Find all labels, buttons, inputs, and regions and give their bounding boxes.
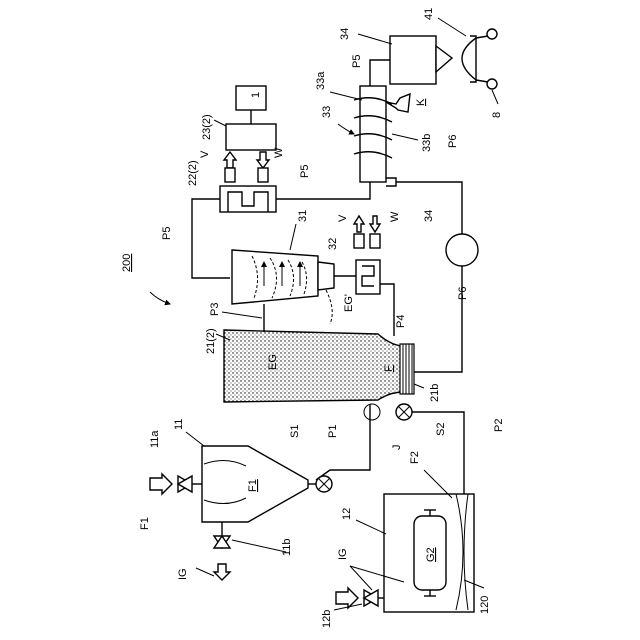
label-s1: S1 xyxy=(289,425,301,438)
valve-11b: 11b IG xyxy=(177,522,293,580)
vw-upper-arrows: V W 22(2) xyxy=(187,147,285,186)
label-exchanger: 22(2) xyxy=(187,160,199,186)
label-filter: 21b xyxy=(429,384,441,402)
label-g2: G2 xyxy=(425,547,437,562)
label-p4: P4 xyxy=(395,315,407,328)
label-p2: P2 xyxy=(493,419,505,432)
label-p5-left: P5 xyxy=(161,227,173,240)
label-eg-prime: EG' xyxy=(343,294,355,312)
label-j: J xyxy=(391,445,403,451)
label-screw: 33 xyxy=(321,106,333,118)
label-system: 200 xyxy=(121,254,133,272)
screw-conveyor-33: K 33 33a 33b xyxy=(315,71,433,186)
label-v11b: 11b xyxy=(281,538,293,556)
label-chamber: 21(2) xyxy=(205,328,217,354)
label-f2: F2 xyxy=(409,451,421,464)
pump-34 xyxy=(446,234,478,266)
label-f1-in: F1 xyxy=(139,517,151,530)
label-p5-top: P5 xyxy=(299,165,311,178)
separator-31: 31 xyxy=(232,210,334,304)
controller-box: 1 xyxy=(236,86,266,110)
label-w-top: W xyxy=(273,147,285,158)
label-ig-left: IG xyxy=(177,568,189,580)
pipe-p3: P3 xyxy=(209,303,264,332)
label-tank: 34 xyxy=(339,28,351,40)
label-pump: 34 xyxy=(423,210,435,222)
label-p6-upper: P6 xyxy=(447,135,459,148)
label-w-mid: W xyxy=(389,211,401,222)
valve-s2 xyxy=(396,404,412,420)
label-v-mid: V xyxy=(337,214,349,222)
label-f-chamber: F xyxy=(383,365,395,372)
valve-11a: 11a F1 xyxy=(139,430,202,530)
label-eg: EG xyxy=(267,354,279,370)
control-unit-box: 23(2) xyxy=(201,114,276,150)
label-f1-hopper: F1 xyxy=(247,479,259,492)
label-v12b: 12b xyxy=(321,610,333,628)
label-controller: 1 xyxy=(250,92,262,98)
cooler-32: V W 32 xyxy=(327,211,401,294)
label-ig-bottom: IG xyxy=(337,548,349,560)
label-p3: P3 xyxy=(209,303,221,316)
feed-pipes: S1 P1 J S2 P2 xyxy=(289,404,505,494)
label-bin: 12 xyxy=(341,508,353,520)
label-cart: 41 xyxy=(423,8,435,20)
label-separator: 31 xyxy=(297,210,309,222)
pipe-p6: P6 P6 34 xyxy=(396,135,478,372)
label-screw-b: 33b xyxy=(421,134,433,152)
label-ctrl-unit: 23(2) xyxy=(201,114,213,140)
eg-prime-flow: EG' xyxy=(326,290,355,324)
pipe-p4: P4 xyxy=(380,284,407,336)
label-s2: S2 xyxy=(435,423,447,436)
label-p5-right: P5 xyxy=(351,55,363,68)
label-p1: P1 xyxy=(327,425,339,438)
label-v-top: V xyxy=(199,150,211,158)
heat-exchanger-upper xyxy=(220,186,276,212)
system-label: 200 xyxy=(121,254,170,304)
chamber-21: EG F 21(2) 21b xyxy=(205,328,441,402)
label-cart-no: 8 xyxy=(491,112,503,118)
label-n120: 120 xyxy=(479,596,491,614)
valve-s1 xyxy=(316,476,332,492)
label-v11a: 11a xyxy=(149,430,161,448)
label-hopper: 11 xyxy=(173,419,185,430)
label-cooler: 32 xyxy=(327,238,339,250)
label-p6-lower: P6 xyxy=(457,287,469,300)
label-screw-a: 33a xyxy=(315,71,327,90)
label-hopper-in: K xyxy=(415,98,427,106)
